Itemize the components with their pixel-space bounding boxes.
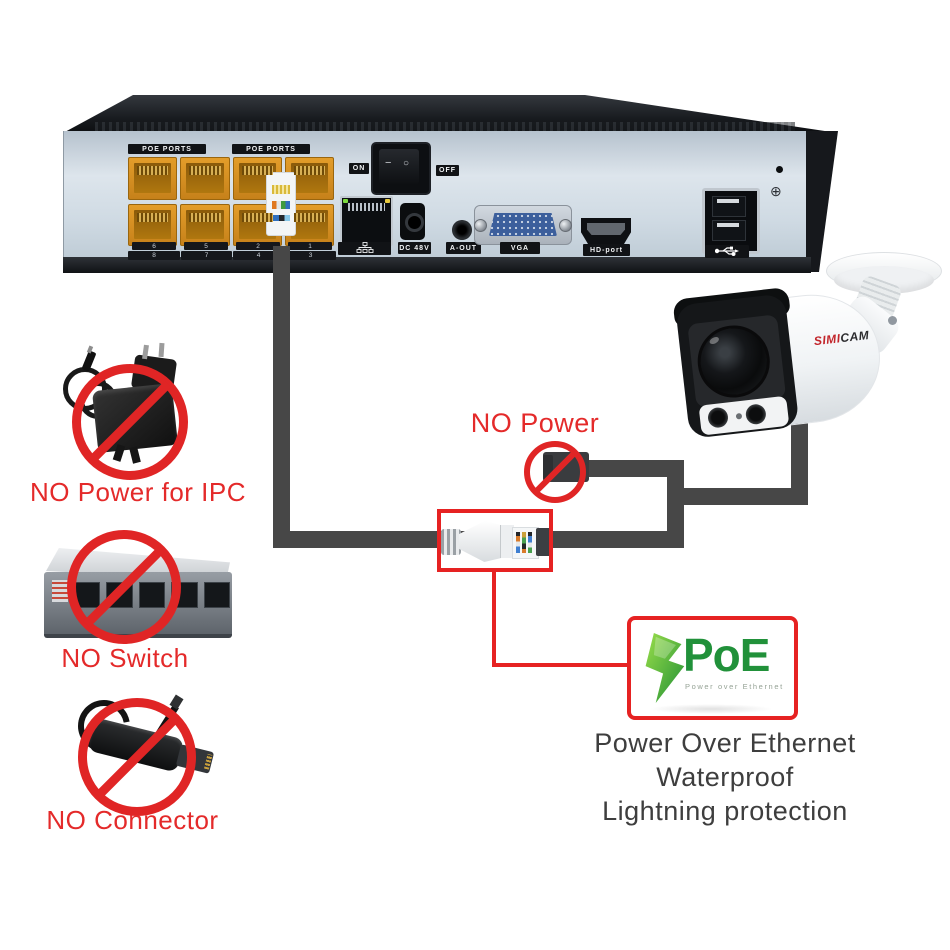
rj45-plug-at-nvr <box>266 172 296 236</box>
no-power-ban-icon <box>524 441 586 503</box>
connector-highlight-box <box>437 509 553 572</box>
lightning-bolt-icon <box>641 630 687 711</box>
vga-socket <box>489 213 557 236</box>
lan-port <box>340 196 393 246</box>
badge-shadow <box>649 704 773 714</box>
usb-slot <box>712 220 746 241</box>
poe-port <box>128 157 178 200</box>
ir-led <box>706 406 730 429</box>
lan-led-green <box>343 199 348 203</box>
nvr-top-texture <box>95 122 795 131</box>
port-number: 5 <box>184 242 228 250</box>
port-number: 8 <box>128 251 180 260</box>
rj45-wire <box>522 532 526 553</box>
camera-mount-screw <box>888 316 897 325</box>
port-number: 2 <box>236 242 280 250</box>
port-number: 1 <box>288 242 332 250</box>
rj45-wire <box>516 532 520 553</box>
no-power-label: NO Power <box>470 408 600 438</box>
lan-led-amber <box>385 199 390 203</box>
usb-label <box>705 245 749 258</box>
waterproof-gland-corrugation <box>441 529 461 555</box>
rocker-key <box>379 149 419 184</box>
feature-line: Lightning protection <box>602 796 848 826</box>
poe-subtitle: Power over Ethernet <box>685 682 784 691</box>
rocker-off-mark: ○ <box>403 158 410 169</box>
usb-ports <box>702 188 760 254</box>
cable-power-pigtail <box>585 460 677 477</box>
nvr-right-side <box>805 131 838 272</box>
switch-brand-mark <box>52 580 68 602</box>
lan-label <box>338 242 391 255</box>
plug-pins <box>272 185 290 194</box>
feature-line: Waterproof <box>656 762 794 792</box>
usb-slot <box>712 196 746 217</box>
cable-nvr-drop <box>273 246 290 540</box>
vga-screw <box>474 219 487 232</box>
port-number: 7 <box>181 251 232 260</box>
no-connector-label: NO Connector <box>46 805 219 835</box>
poe-port <box>180 157 230 200</box>
hdmi-label: HD-port <box>583 244 630 256</box>
no-power-for-ipc-label: NO Power for IPC <box>29 477 247 507</box>
camera: SIMICAM <box>672 279 890 443</box>
nvr-bottom-edge <box>63 257 811 273</box>
cable-junction <box>667 460 684 548</box>
usb-icon <box>714 246 739 258</box>
vga-port <box>474 205 572 245</box>
dc-power-label: DC 48V <box>398 242 431 254</box>
cable-camera-drop <box>791 412 808 505</box>
poe-badge: PoE Power over Ethernet <box>627 616 798 720</box>
no-connector-ban-icon <box>78 698 196 816</box>
feature-line: Power Over Ethernet <box>594 728 856 758</box>
no-switch-label: NO Switch <box>61 643 189 673</box>
vga-screw <box>559 219 572 232</box>
dc-power-jack <box>400 203 425 240</box>
rocker-on-mark: − <box>385 157 392 169</box>
audio-out-jack <box>452 220 472 240</box>
no-switch-ban-icon <box>67 530 181 644</box>
vga-label: VGA <box>500 242 540 254</box>
callout-line-vertical <box>492 571 496 667</box>
network-icon <box>356 242 374 255</box>
callout-line-horizontal <box>492 663 629 667</box>
waterproof-collar <box>500 525 514 558</box>
poe-port <box>232 157 282 200</box>
plug-prong <box>158 342 165 358</box>
poe-title: PoE <box>683 629 770 681</box>
rj45-wire <box>528 532 532 553</box>
poe-ports-label-2: POE PORTS <box>232 144 310 154</box>
switch-port <box>203 582 231 608</box>
power-rocker-switch: − ○ <box>371 142 431 195</box>
rj45-pins <box>203 753 213 770</box>
ground-icon: ⊕ <box>770 183 782 199</box>
power-on-label: ON <box>349 163 369 174</box>
poe-port-grid <box>128 157 334 246</box>
no-adapter-ban-icon <box>72 364 188 480</box>
port-number: 4 <box>233 251 284 260</box>
brand-prefix: SIMI <box>813 331 842 349</box>
plug-wires <box>272 215 290 221</box>
plug-wires <box>272 201 290 209</box>
poe-port <box>128 203 178 246</box>
mic-hole <box>735 412 743 420</box>
hdmi-port <box>581 218 631 244</box>
audio-out-label: A-OUT <box>446 242 481 254</box>
feature-list: Power Over Ethernet Waterproof Lightning… <box>540 726 910 828</box>
reset-hole <box>776 166 783 173</box>
power-off-label: OFF <box>436 165 459 176</box>
port-number: 3 <box>285 251 336 260</box>
ir-led <box>744 403 767 426</box>
poe-ports-label-1: POE PORTS <box>128 144 206 154</box>
waterproof-rj45-tip <box>536 528 551 556</box>
cable-camera-run <box>676 488 808 505</box>
port-number: 6 <box>132 242 176 250</box>
poe-port <box>180 203 230 246</box>
